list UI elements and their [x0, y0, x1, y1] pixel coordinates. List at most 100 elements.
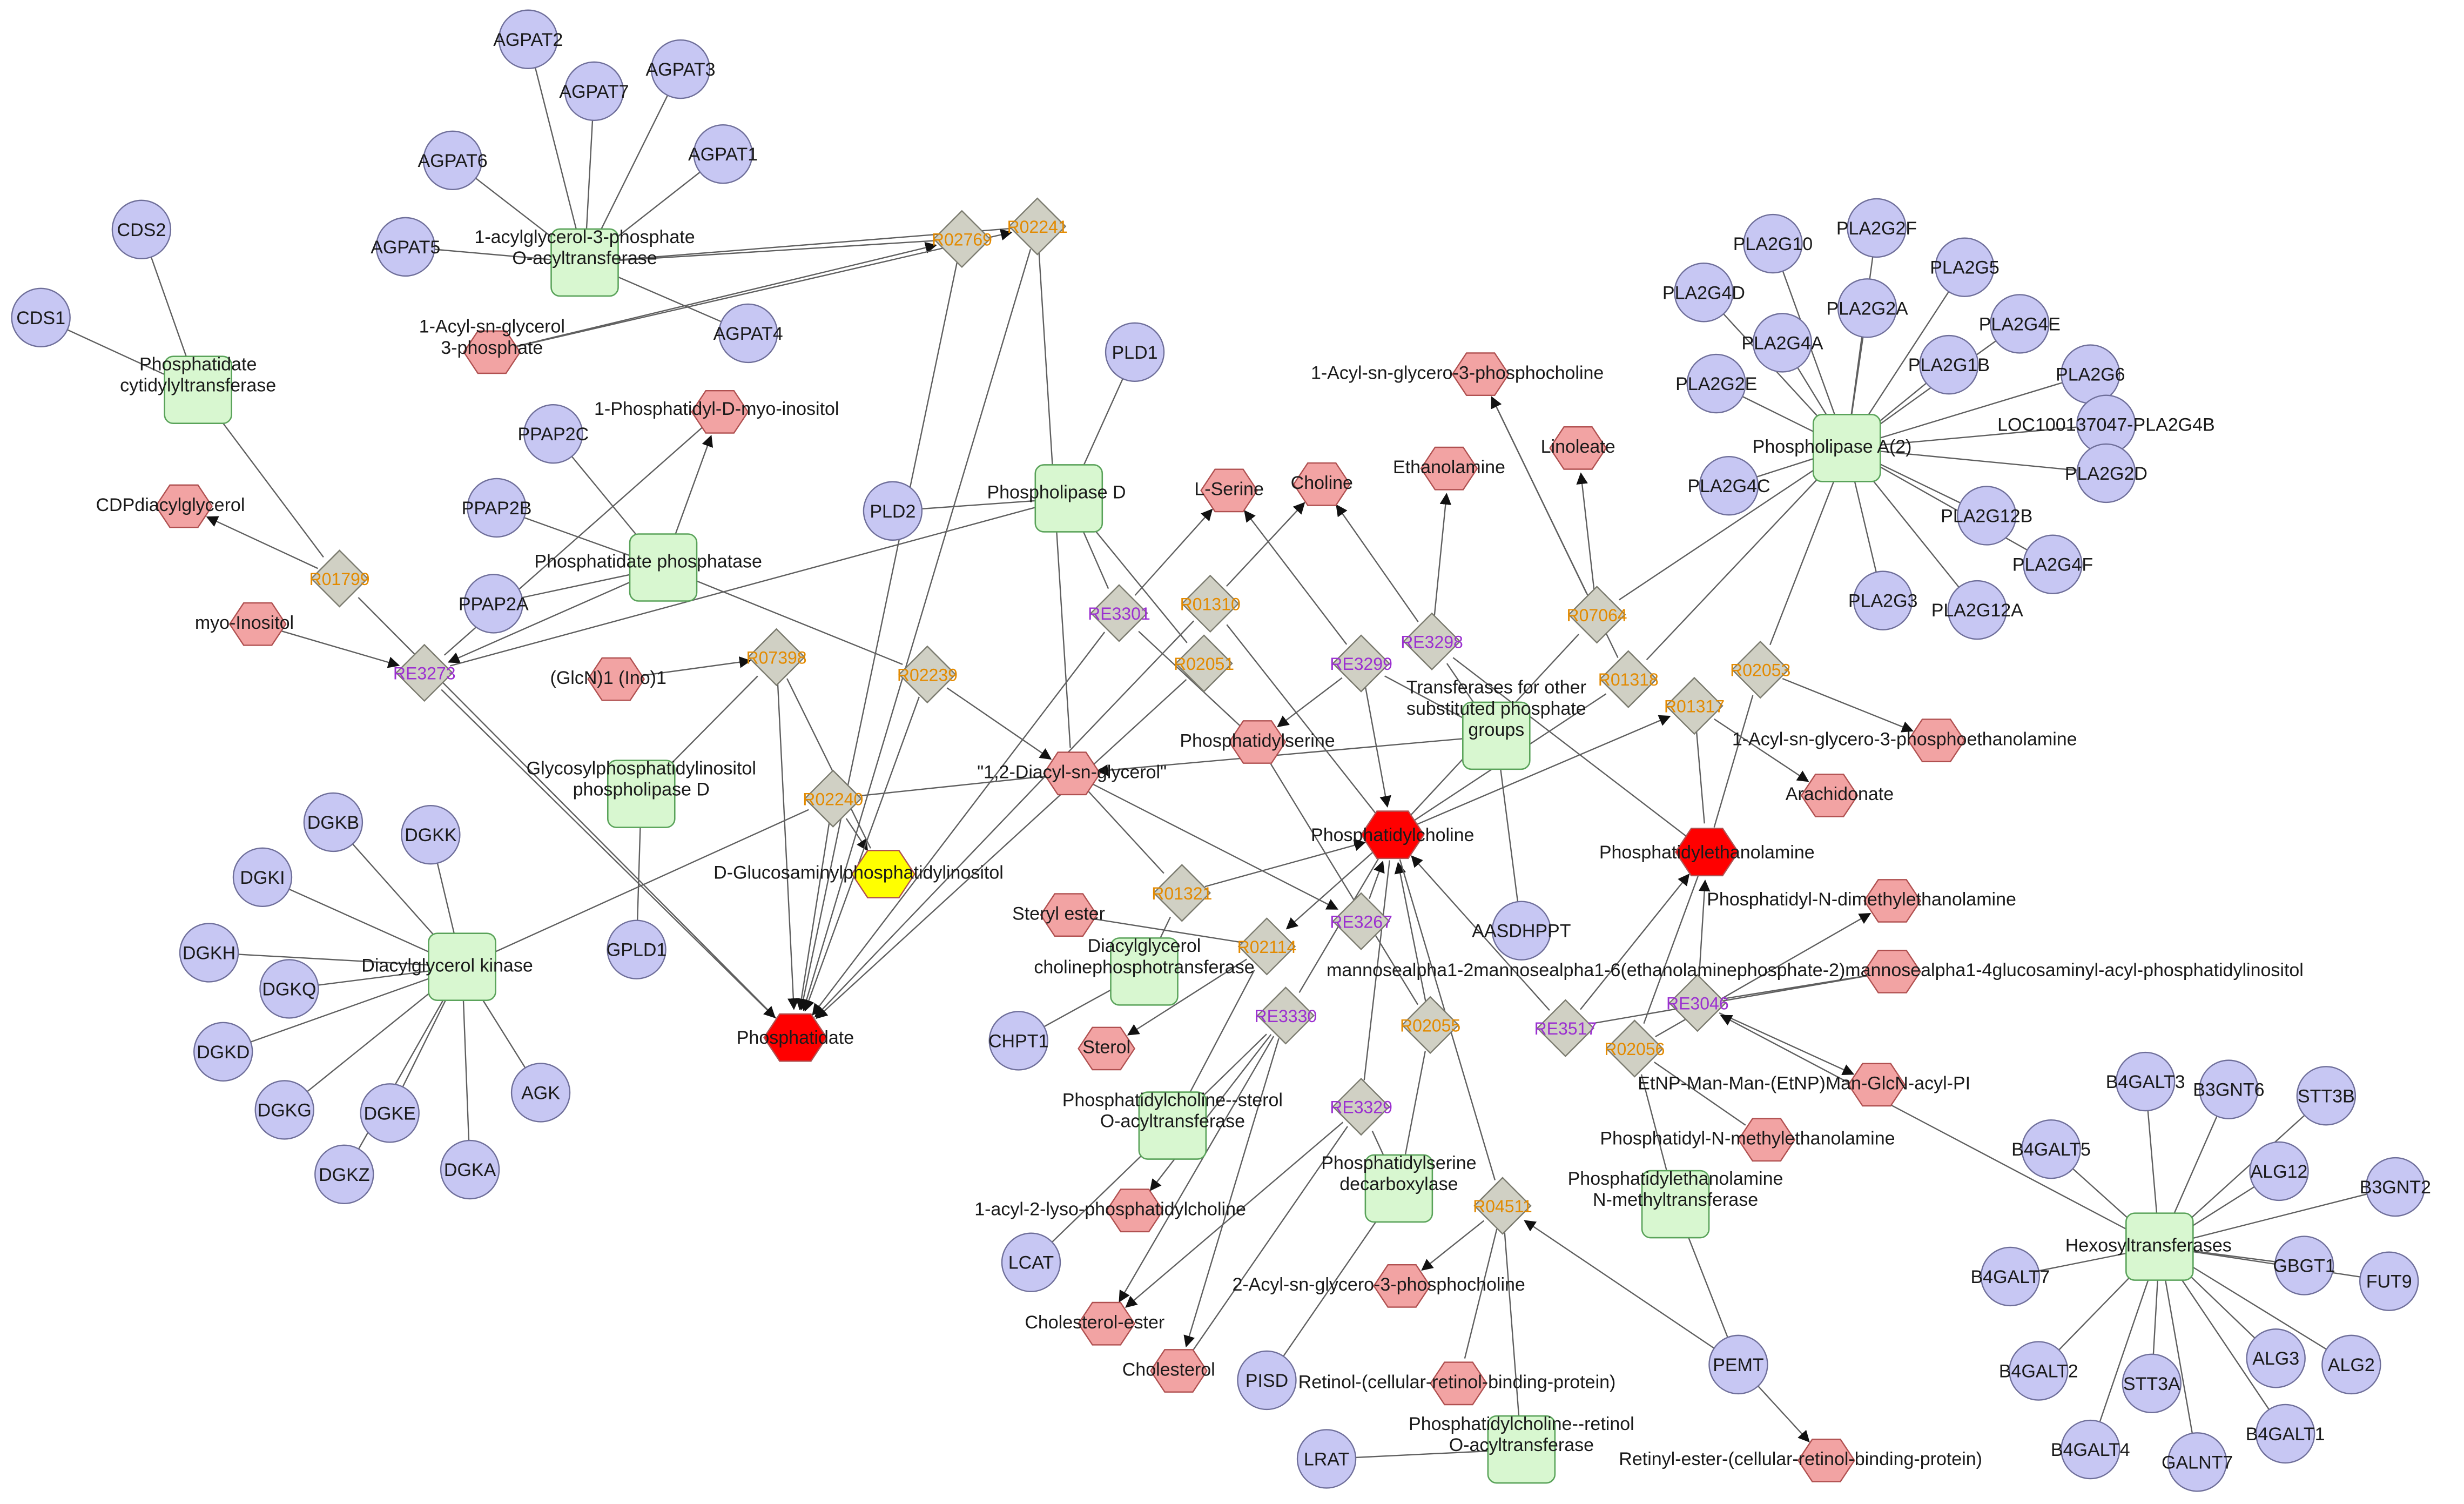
node-c_cdpdag[interactable]	[155, 484, 213, 528]
node-c_sterol[interactable]	[1078, 1026, 1136, 1071]
node-pld2[interactable]	[863, 481, 923, 541]
node-dgke[interactable]	[360, 1083, 420, 1143]
node-cds2[interactable]	[111, 199, 172, 260]
node-agpat5[interactable]	[375, 217, 435, 277]
node-r01310[interactable]	[1181, 574, 1240, 633]
node-r07398[interactable]	[747, 628, 806, 687]
node-ppap2b[interactable]	[467, 478, 527, 538]
node-pla2g2a[interactable]	[1837, 278, 1897, 338]
node-c_pme[interactable]	[1738, 1118, 1796, 1162]
node-lrat[interactable]	[1296, 1429, 1357, 1489]
node-galnt7[interactable]	[2167, 1432, 2227, 1492]
node-dgkz[interactable]	[314, 1144, 374, 1204]
node-re3273[interactable]	[395, 643, 454, 702]
node-alg3[interactable]	[2246, 1328, 2306, 1388]
node-fut9[interactable]	[2359, 1251, 2419, 1311]
node-pla2g4d[interactable]	[1674, 263, 1734, 323]
node-pla2g4c[interactable]	[1699, 455, 1759, 516]
node-dgkb[interactable]	[303, 792, 363, 852]
node-b4galt7[interactable]	[1980, 1246, 2041, 1307]
node-r02056[interactable]	[1605, 1019, 1664, 1078]
node-c_eta[interactable]	[1420, 446, 1478, 491]
node-e_pemt[interactable]	[1641, 1170, 1710, 1239]
node-c_linoleate[interactable]	[1549, 426, 1607, 470]
node-aasdhppt[interactable]	[1491, 901, 1552, 961]
node-re3267[interactable]	[1332, 892, 1390, 950]
node-agpat3[interactable]	[650, 39, 711, 99]
node-c_arach[interactable]	[1800, 774, 1859, 817]
node-c_sterylester[interactable]	[1040, 893, 1098, 937]
node-alg2[interactable]	[2321, 1334, 2381, 1395]
node-c_pdme[interactable]	[1863, 879, 1922, 923]
node-pla2g5[interactable]	[1935, 237, 1995, 297]
node-c_retester[interactable]	[1797, 1438, 1855, 1482]
node-re3046[interactable]	[1668, 973, 1727, 1032]
node-e_pla2[interactable]	[1812, 414, 1881, 482]
node-e_agpat[interactable]	[550, 228, 619, 297]
node-dgkh[interactable]	[179, 923, 239, 983]
node-e_lrat[interactable]	[1487, 1415, 1556, 1484]
node-c_lysopc2[interactable]	[1106, 1189, 1164, 1233]
node-r01321[interactable]	[1153, 864, 1211, 922]
node-r02239[interactable]	[898, 645, 957, 704]
node-pla2g10[interactable]	[1743, 213, 1803, 274]
node-c_2acylgpc[interactable]	[1373, 1264, 1431, 1308]
node-pisd[interactable]	[1237, 1350, 1297, 1411]
node-r02055[interactable]	[1401, 996, 1459, 1055]
node-b4galt4[interactable]	[2061, 1419, 2120, 1480]
node-r02114[interactable]	[1237, 917, 1296, 976]
node-r02051[interactable]	[1175, 634, 1233, 693]
node-r02241[interactable]	[1008, 197, 1067, 256]
node-agpat1[interactable]	[693, 124, 753, 184]
node-c_glcnpi[interactable]	[851, 850, 915, 898]
node-pemt[interactable]	[1708, 1334, 1768, 1395]
node-re3517[interactable]	[1536, 999, 1595, 1057]
node-stt3b[interactable]	[2296, 1066, 2356, 1126]
node-agk[interactable]	[510, 1063, 571, 1123]
node-e_chpt[interactable]	[1110, 937, 1179, 1006]
node-chpt1[interactable]	[988, 1011, 1048, 1071]
node-e_gpld[interactable]	[607, 760, 676, 828]
node-c_inositol[interactable]	[228, 602, 287, 646]
node-c_glcn[interactable]	[587, 657, 645, 701]
node-e_pisd[interactable]	[1364, 1154, 1433, 1223]
node-dgka[interactable]	[440, 1139, 500, 1200]
node-r02053[interactable]	[1731, 640, 1789, 699]
node-c_mannose[interactable]	[1863, 949, 1922, 993]
node-ppap2c[interactable]	[523, 404, 583, 464]
node-c_choline[interactable]	[1292, 462, 1351, 506]
node-c_dag[interactable]	[1043, 751, 1101, 796]
node-c_pe[interactable]	[1674, 828, 1739, 877]
node-r07064[interactable]	[1567, 586, 1626, 644]
node-pla2g4a[interactable]	[1752, 313, 1813, 373]
node-dgkk[interactable]	[401, 805, 461, 865]
node-gbgt1[interactable]	[2274, 1236, 2334, 1295]
node-e_ppap[interactable]	[629, 533, 698, 602]
node-ppap2a[interactable]	[463, 574, 523, 634]
node-re3299[interactable]	[1332, 634, 1390, 693]
node-pld1[interactable]	[1105, 322, 1165, 382]
node-pla2g4f[interactable]	[2023, 534, 2083, 594]
node-alg12[interactable]	[2249, 1141, 2309, 1201]
node-c_pi[interactable]	[691, 390, 749, 434]
node-r01318[interactable]	[1599, 650, 1658, 708]
node-gpld1[interactable]	[607, 919, 667, 979]
node-c_acylg3p[interactable]	[463, 330, 521, 374]
node-agpat2[interactable]	[498, 9, 558, 69]
node-pla2g12a[interactable]	[1947, 580, 2007, 640]
node-b4galt2[interactable]	[2009, 1341, 2069, 1401]
node-stt3a[interactable]	[2122, 1353, 2182, 1414]
node-lcat[interactable]	[1001, 1232, 1061, 1292]
node-c_pa[interactable]	[763, 1013, 827, 1062]
node-e_cds[interactable]	[164, 355, 232, 424]
node-b4galt1[interactable]	[2255, 1404, 2315, 1464]
node-c_etnp[interactable]	[1848, 1063, 1906, 1107]
node-re3301[interactable]	[1090, 584, 1148, 642]
node-e_pld[interactable]	[1034, 464, 1103, 533]
node-r02240[interactable]	[804, 769, 862, 828]
node-c_ser[interactable]	[1200, 468, 1258, 513]
node-b3gnt2[interactable]	[2365, 1157, 2426, 1217]
node-dgkg[interactable]	[254, 1080, 314, 1140]
node-dgkd[interactable]	[193, 1022, 253, 1082]
node-re3298[interactable]	[1403, 612, 1461, 670]
